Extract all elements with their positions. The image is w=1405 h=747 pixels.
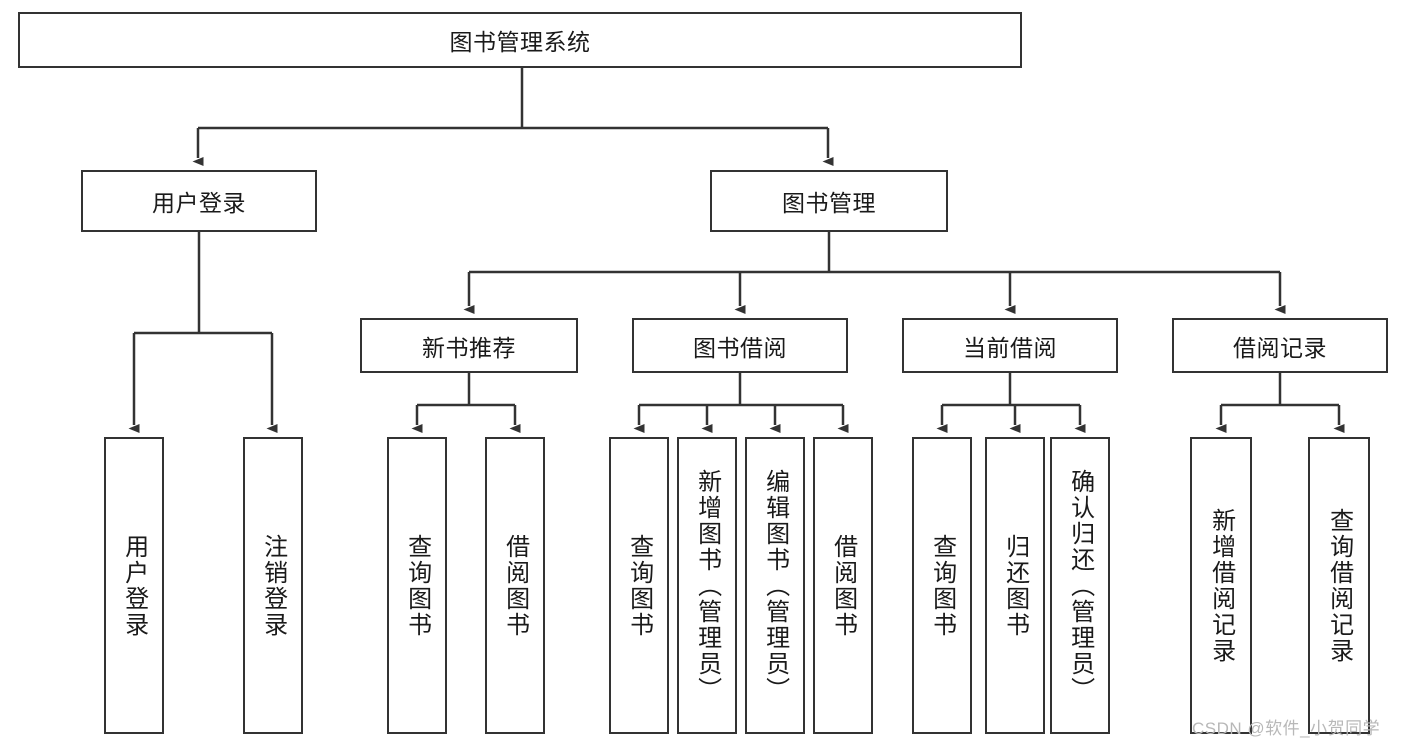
- leaf-newbook-borrow-book[interactable]: 借阅图书: [485, 437, 545, 734]
- leaf-borrow-edit-book-admin-label: 编辑图书（管理员）: [761, 468, 789, 703]
- leaf-records-add-record[interactable]: 新增借阅记录: [1190, 437, 1252, 734]
- leaf-current-query-book-label: 查询图书: [928, 533, 956, 638]
- leaf-current-confirm-return-admin[interactable]: 确认归还（管理员）: [1050, 437, 1110, 734]
- watermark: CSDN @软件_小贺同学: [1192, 719, 1381, 738]
- node-book-borrow-label: 图书借阅: [693, 334, 787, 361]
- node-current-borrow[interactable]: 当前借阅: [902, 318, 1118, 373]
- leaf-borrow-borrow-book[interactable]: 借阅图书: [813, 437, 873, 734]
- leaf-user-logout-label: 注销登录: [259, 533, 287, 638]
- node-new-book-recommend[interactable]: 新书推荐: [360, 318, 578, 373]
- leaf-records-query-record[interactable]: 查询借阅记录: [1308, 437, 1370, 734]
- node-root-label: 图书管理系统: [449, 29, 591, 55]
- node-book-borrow[interactable]: 图书借阅: [632, 318, 848, 373]
- node-borrow-records[interactable]: 借阅记录: [1172, 318, 1388, 373]
- leaf-newbook-query-book-label: 查询图书: [403, 533, 431, 638]
- leaf-current-return-book[interactable]: 归还图书: [985, 437, 1045, 734]
- leaf-newbook-query-book[interactable]: 查询图书: [387, 437, 447, 734]
- leaf-user-logout[interactable]: 注销登录: [243, 437, 303, 734]
- node-borrow-records-label: 借阅记录: [1233, 334, 1327, 361]
- node-book-management[interactable]: 图书管理: [710, 170, 948, 232]
- node-book-management-label: 图书管理: [782, 190, 876, 216]
- node-user-login[interactable]: 用户登录: [81, 170, 317, 232]
- leaf-borrow-query-book[interactable]: 查询图书: [609, 437, 669, 734]
- leaf-records-query-record-label: 查询借阅记录: [1325, 507, 1353, 664]
- leaf-records-add-record-label: 新增借阅记录: [1207, 507, 1235, 664]
- node-user-login-label: 用户登录: [152, 190, 246, 216]
- leaf-borrow-edit-book-admin[interactable]: 编辑图书（管理员）: [745, 437, 805, 734]
- node-root[interactable]: 图书管理系统: [18, 12, 1022, 68]
- leaf-borrow-add-book-admin-label: 新增图书（管理员）: [693, 468, 721, 703]
- leaf-current-return-book-label: 归还图书: [1001, 533, 1029, 638]
- leaf-user-login[interactable]: 用户登录: [104, 437, 164, 734]
- node-new-book-recommend-label: 新书推荐: [422, 334, 516, 361]
- leaf-borrow-borrow-book-label: 借阅图书: [829, 533, 857, 638]
- node-current-borrow-label: 当前借阅: [963, 334, 1057, 361]
- leaf-current-confirm-return-admin-label: 确认归还（管理员）: [1066, 468, 1094, 703]
- leaf-borrow-add-book-admin[interactable]: 新增图书（管理员）: [677, 437, 737, 734]
- leaf-user-login-label: 用户登录: [120, 533, 148, 638]
- leaf-borrow-query-book-label: 查询图书: [625, 533, 653, 638]
- leaf-newbook-borrow-book-label: 借阅图书: [501, 533, 529, 638]
- leaf-current-query-book[interactable]: 查询图书: [912, 437, 972, 734]
